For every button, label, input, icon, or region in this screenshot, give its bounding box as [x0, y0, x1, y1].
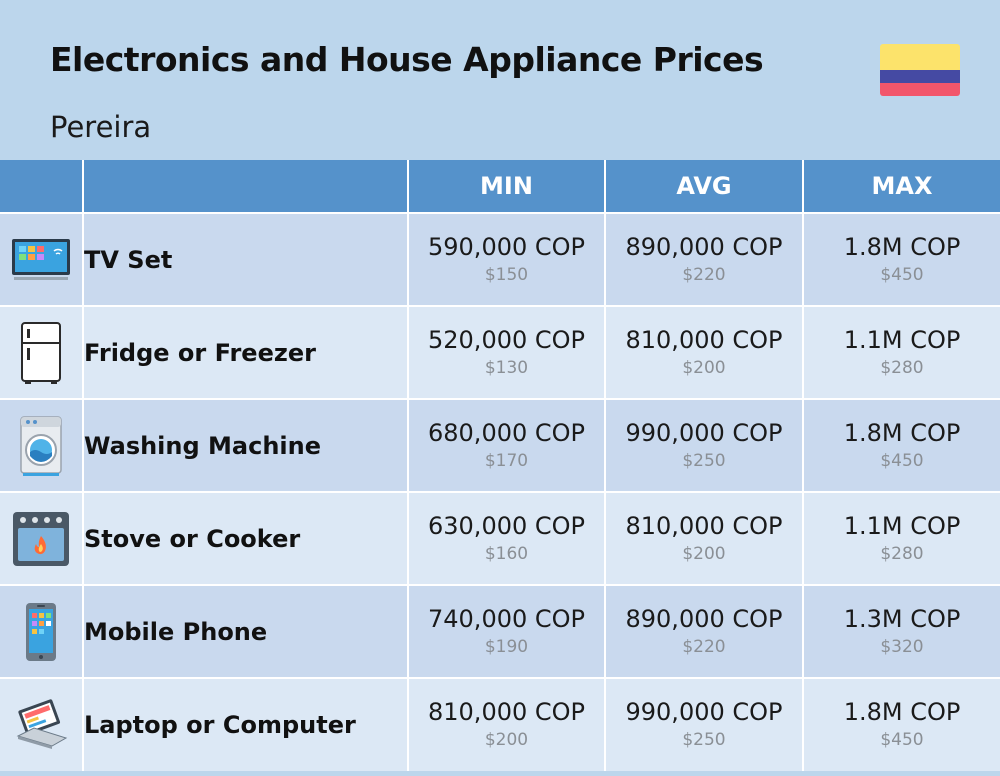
- price-usd: $200: [484, 730, 529, 750]
- price-cop: 810,000 COP: [428, 698, 585, 726]
- header-icon-column: [0, 160, 84, 214]
- price-cop: 1.3M COP: [843, 604, 961, 633]
- price-usd: $280: [880, 357, 924, 378]
- price-usd: $450: [880, 730, 924, 750]
- price-usd: $170: [484, 450, 529, 471]
- min-price: 590,000 COP $150: [407, 212, 606, 307]
- avg-price: 890,000 COP $220: [604, 584, 804, 679]
- mobile-phone-icon: [0, 584, 84, 679]
- min-price: 630,000 COP $160: [407, 491, 606, 586]
- item-name: Laptop or Computer: [82, 677, 409, 771]
- table-header-row: MIN AVG MAX: [0, 160, 1000, 214]
- price-usd: $150: [484, 264, 529, 285]
- table-row: Stove or Cooker 630,000 COP $160 810,000…: [0, 491, 1000, 586]
- price-usd: $450: [880, 450, 924, 471]
- tv-icon: [0, 212, 84, 307]
- max-price: 1.8M COP $450: [802, 677, 1000, 771]
- header-max: MAX: [802, 160, 1000, 214]
- avg-price: 890,000 COP $220: [604, 212, 804, 307]
- washing-machine-icon: [0, 398, 84, 493]
- max-price: 1.8M COP $450: [802, 212, 1000, 307]
- price-cop: 990,000 COP: [625, 418, 783, 447]
- item-name: Mobile Phone: [82, 584, 409, 679]
- price-cop: 1.8M COP: [843, 232, 961, 261]
- price-cop: 520,000 COP: [428, 325, 585, 354]
- max-price: 1.8M COP $450: [802, 398, 1000, 493]
- max-price: 1.3M COP $320: [802, 584, 1000, 679]
- table-row: Mobile Phone 740,000 COP $190 890,000 CO…: [0, 584, 1000, 679]
- price-usd: $200: [682, 543, 726, 564]
- price-cop: 680,000 COP: [428, 418, 585, 447]
- table-row: TV Set 590,000 COP $150 890,000 COP $220…: [0, 212, 1000, 307]
- page-title: Electronics and House Appliance Prices: [50, 40, 764, 79]
- price-cop: 890,000 COP: [625, 604, 783, 633]
- min-price: 740,000 COP $190: [407, 584, 606, 679]
- table-row: Washing Machine 680,000 COP $170 990,000…: [0, 398, 1000, 493]
- colombia-flag-icon: [880, 44, 960, 96]
- price-table: MIN AVG MAX TV Set: [0, 160, 1000, 771]
- price-usd: $220: [682, 636, 726, 657]
- price-cop: 630,000 COP: [428, 511, 585, 540]
- price-cop: 1.1M COP: [843, 325, 961, 354]
- min-price: 520,000 COP $130: [407, 305, 606, 400]
- item-name: Stove or Cooker: [82, 491, 409, 586]
- price-usd: $160: [484, 543, 529, 564]
- avg-price: 990,000 COP $250: [604, 677, 804, 771]
- price-usd: $130: [484, 357, 529, 378]
- min-price: 810,000 COP $200: [407, 677, 606, 771]
- header-item-column: [82, 160, 409, 214]
- avg-price: 990,000 COP $250: [604, 398, 804, 493]
- price-cop: 1.8M COP: [843, 698, 961, 726]
- price-cop: 810,000 COP: [625, 511, 783, 540]
- avg-price: 810,000 COP $200: [604, 491, 804, 586]
- price-usd: $220: [682, 264, 726, 285]
- price-usd: $200: [682, 357, 726, 378]
- min-price: 680,000 COP $170: [407, 398, 606, 493]
- table-row: Fridge or Freezer 520,000 COP $130 810,0…: [0, 305, 1000, 400]
- item-name: TV Set: [82, 212, 409, 307]
- price-usd: $450: [880, 264, 924, 285]
- price-cop: 590,000 COP: [428, 232, 585, 261]
- header-avg: AVG: [604, 160, 804, 214]
- table-row: Laptop or Computer 810,000 COP $200 990,…: [0, 677, 1000, 771]
- price-cop: 740,000 COP: [428, 604, 585, 633]
- price-usd: $250: [682, 450, 726, 471]
- max-price: 1.1M COP $280: [802, 305, 1000, 400]
- price-usd: $320: [880, 636, 924, 657]
- price-usd: $280: [880, 543, 924, 564]
- price-cop: 990,000 COP: [625, 698, 783, 726]
- avg-price: 810,000 COP $200: [604, 305, 804, 400]
- city-name: Pereira: [50, 110, 152, 144]
- price-usd: $250: [682, 730, 726, 750]
- header-min: MIN: [407, 160, 606, 214]
- item-name: Fridge or Freezer: [82, 305, 409, 400]
- price-cop: 810,000 COP: [625, 325, 783, 354]
- price-cop: 1.8M COP: [843, 418, 961, 447]
- fridge-icon: [0, 305, 84, 400]
- laptop-icon: [0, 677, 84, 771]
- price-usd: $190: [484, 636, 529, 657]
- price-cop: 1.1M COP: [843, 511, 961, 540]
- stove-icon: [0, 491, 84, 586]
- max-price: 1.1M COP $280: [802, 491, 1000, 586]
- price-cop: 890,000 COP: [625, 232, 783, 261]
- item-name: Washing Machine: [82, 398, 409, 493]
